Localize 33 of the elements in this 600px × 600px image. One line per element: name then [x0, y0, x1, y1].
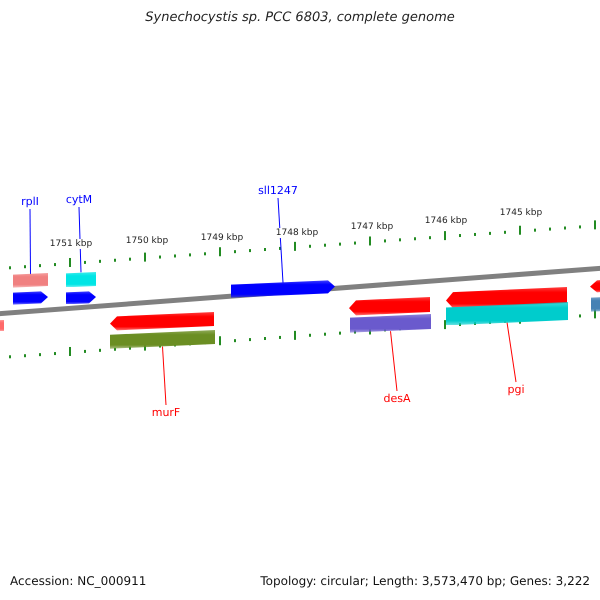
gene-feature-pointed [66, 290, 96, 304]
map-title: Synechocystis sp. PCC 6803, complete genome [145, 10, 455, 25]
gene-label: sll1247 [258, 184, 298, 197]
gene-bar [446, 302, 568, 325]
accession-text: Accession: NC_000911 [10, 574, 146, 588]
gene-feature-pointed [231, 280, 335, 298]
scale-label: 1750 kbp [126, 236, 168, 246]
scale-label: 1747 kbp [350, 222, 394, 232]
scale-label: 1749 kbp [200, 233, 244, 243]
gene-feature-pointed [590, 280, 600, 293]
genome-summary-text: Topology: circular; Length: 3,573,470 bp; Genes: 3,222 [260, 574, 590, 588]
leader-line [162, 346, 166, 406]
scale-label: 1745 kbp [500, 208, 542, 218]
gene-feature-pointed [13, 291, 48, 305]
leader-line [278, 198, 284, 284]
scale-label: 1748 kbp [276, 228, 318, 238]
gene-label: pgi [507, 383, 525, 396]
leader-line [506, 322, 516, 382]
gene-bar [13, 273, 48, 288]
gene-label: desA [384, 392, 410, 405]
gene-bar [350, 314, 431, 333]
scale-label: 1751 kbp [50, 239, 92, 249]
gene-feature-pointed [349, 297, 430, 316]
gene-bar [110, 330, 215, 349]
leader-line [390, 330, 398, 392]
scale-label: 1746 kbp [424, 216, 468, 226]
gene-label: rplI [21, 195, 39, 208]
leader-line [30, 208, 31, 275]
gene-bar [66, 272, 96, 287]
gene-label: cytM [66, 193, 92, 206]
gene-feature-pointed [110, 312, 214, 331]
gene-label: murF [152, 406, 180, 419]
gene-feature-pointed [446, 286, 567, 308]
